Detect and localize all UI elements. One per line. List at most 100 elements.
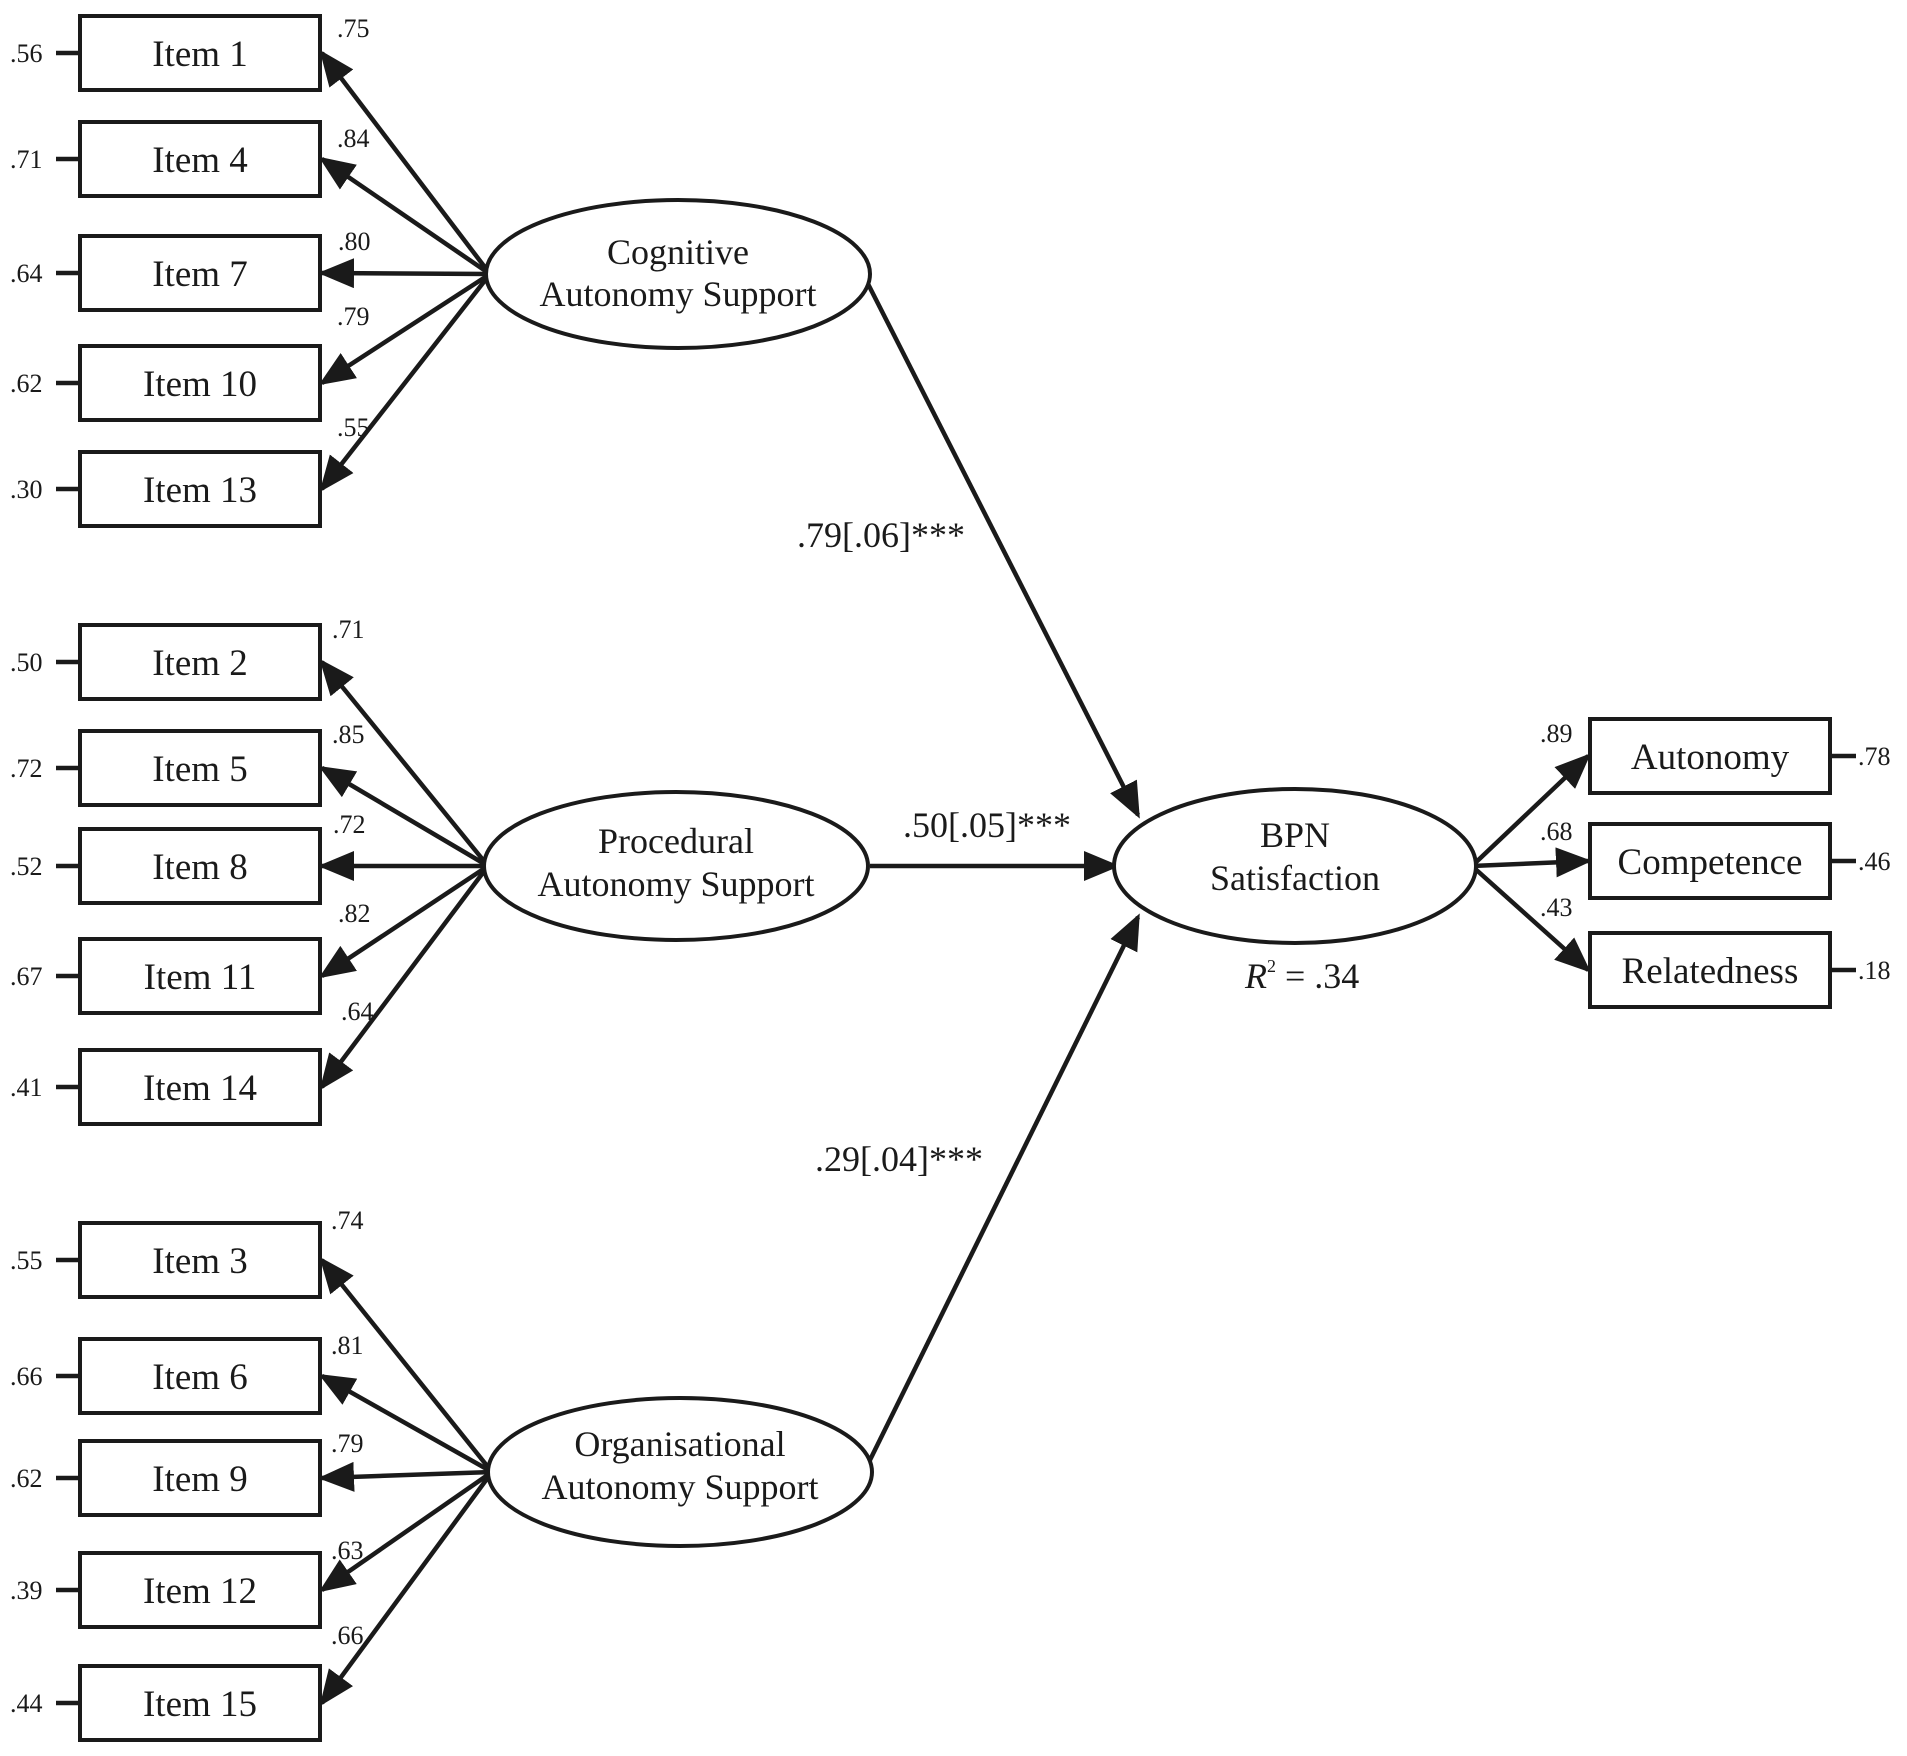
- item-2-box: [78, 623, 322, 701]
- autonomy-error-value: .78: [1858, 742, 1891, 771]
- item-13-error-value: .30: [10, 475, 43, 504]
- competence-label: Competence: [1618, 842, 1803, 883]
- item-14-loading-arrow: [319, 864, 490, 1091]
- item-12-box: [78, 1551, 322, 1629]
- labels-layer: Cognitive Autonomy Support Procedural Au…: [10, 14, 1891, 1725]
- procedural-latent-ellipse: [482, 790, 870, 942]
- organisational-to-bpn-path-arrow: [865, 913, 1141, 1465]
- competence-error-value: .46: [1858, 847, 1891, 876]
- item-13-loading-arrow: [319, 272, 492, 493]
- item-15-loading-arrow: [319, 1470, 494, 1707]
- item-12-loading-arrow: [318, 1470, 494, 1593]
- item-4-box: [78, 120, 322, 198]
- item-15-box: [78, 1664, 322, 1742]
- item-12-loading-value: .63: [331, 1536, 364, 1565]
- procedural-label-line1: Procedural: [598, 821, 754, 861]
- path-label-procedural-bpn: .50[.05]***: [903, 805, 1071, 845]
- item-13-loading-value: .55: [337, 413, 370, 442]
- item-6-loading-value: .81: [331, 1331, 364, 1360]
- item-12-label: Item 12: [143, 1571, 257, 1612]
- cognitive-label-line1: Cognitive: [607, 232, 749, 272]
- item-1-label: Item 1: [152, 34, 248, 75]
- paths-layer: [56, 49, 1856, 1707]
- item-1-error-value: .56: [10, 39, 43, 68]
- item-8-box: [78, 827, 322, 905]
- item-7-box: [78, 234, 322, 312]
- item-10-box: [78, 344, 322, 422]
- organisational-latent-ellipse: [486, 1396, 874, 1548]
- relatedness-box: [1588, 931, 1832, 1009]
- item-7-loading-arrow: [318, 258, 491, 289]
- item-4-loading-value: .84: [337, 124, 370, 153]
- item-14-label: Item 14: [143, 1068, 257, 1109]
- shapes-layer: [78, 14, 1832, 1742]
- relatedness-error-value: .18: [1858, 956, 1891, 985]
- autonomy-loading-value: .89: [1540, 719, 1573, 748]
- item-14-error-value: .41: [10, 1073, 43, 1102]
- item-11-loading-arrow: [318, 864, 490, 979]
- cognitive-latent-ellipse: [484, 198, 872, 350]
- item-1-loading-value: .75: [337, 14, 370, 43]
- item-7-error-value: .64: [10, 259, 43, 288]
- item-10-label: Item 10: [143, 364, 257, 405]
- autonomy-loading-arrow: [1470, 753, 1591, 868]
- cognitive-label-line2: Autonomy Support: [539, 274, 816, 314]
- item-7-loading-value: .80: [338, 227, 371, 256]
- organisational-label-line2: Autonomy Support: [541, 1467, 818, 1507]
- item-2-error-value: .50: [10, 648, 43, 677]
- item-1-loading-arrow: [319, 49, 492, 276]
- item-9-box: [78, 1439, 322, 1517]
- bpn-latent-ellipse: [1112, 787, 1478, 945]
- item-2-loading-value: .71: [332, 615, 365, 644]
- item-3-label: Item 3: [152, 1241, 248, 1282]
- item-4-loading-arrow: [318, 156, 492, 276]
- item-10-error-value: .62: [10, 369, 43, 398]
- item-3-box: [78, 1221, 322, 1299]
- competence-loading-value: .68: [1540, 817, 1573, 846]
- r-squared-label: R2 = .34: [1244, 956, 1359, 996]
- item-13-box: [78, 450, 322, 528]
- item-3-error-value: .55: [10, 1246, 43, 1275]
- bpn-label-line2: Satisfaction: [1210, 858, 1380, 898]
- competence-loading-arrow: [1471, 847, 1592, 878]
- item-14-box: [78, 1048, 322, 1126]
- item-9-loading-arrow: [318, 1461, 493, 1492]
- item-5-loading-value: .85: [332, 720, 365, 749]
- item-2-loading-arrow: [319, 658, 490, 868]
- relatedness-label: Relatedness: [1622, 951, 1799, 992]
- organisational-label-line1: Organisational: [574, 1424, 785, 1464]
- item-5-label: Item 5: [152, 749, 248, 790]
- cognitive-to-bpn-path-arrow: [862, 276, 1141, 819]
- item-10-loading-arrow: [318, 272, 492, 386]
- item-4-label: Item 4: [152, 140, 248, 181]
- relatedness-loading-value: .43: [1540, 893, 1573, 922]
- item-15-error-value: .44: [10, 1689, 43, 1718]
- item-7-label: Item 7: [152, 254, 248, 295]
- item-6-loading-arrow: [318, 1374, 494, 1474]
- item-13-label: Item 13: [143, 470, 257, 511]
- item-3-loading-arrow: [319, 1256, 494, 1474]
- r-squared-value: = .34: [1276, 956, 1359, 996]
- item-9-loading-value: .79: [331, 1429, 364, 1458]
- autonomy-label: Autonomy: [1631, 737, 1790, 778]
- item-6-label: Item 6: [152, 1357, 248, 1398]
- item-3-loading-value: .74: [331, 1206, 364, 1235]
- relatedness-loading-arrow: [1470, 864, 1591, 973]
- item-5-error-value: .72: [10, 754, 43, 783]
- r-squared-superscript: 2: [1267, 956, 1276, 976]
- item-10-loading-value: .79: [337, 302, 370, 331]
- competence-box: [1588, 822, 1832, 900]
- item-11-error-value: .67: [10, 962, 43, 991]
- item-15-loading-value: .66: [331, 1621, 364, 1650]
- path-label-cognitive-bpn: .79[.06]***: [797, 515, 965, 555]
- procedural-label-line2: Autonomy Support: [537, 864, 814, 904]
- item-5-loading-arrow: [318, 765, 490, 868]
- item-5-box: [78, 729, 322, 807]
- item-12-error-value: .39: [10, 1576, 43, 1605]
- autonomy-box: [1588, 717, 1832, 795]
- bpn-label-line1: BPN: [1260, 815, 1330, 855]
- item-11-label: Item 11: [144, 957, 257, 998]
- item-9-label: Item 9: [152, 1459, 248, 1500]
- item-8-label: Item 8: [152, 847, 248, 888]
